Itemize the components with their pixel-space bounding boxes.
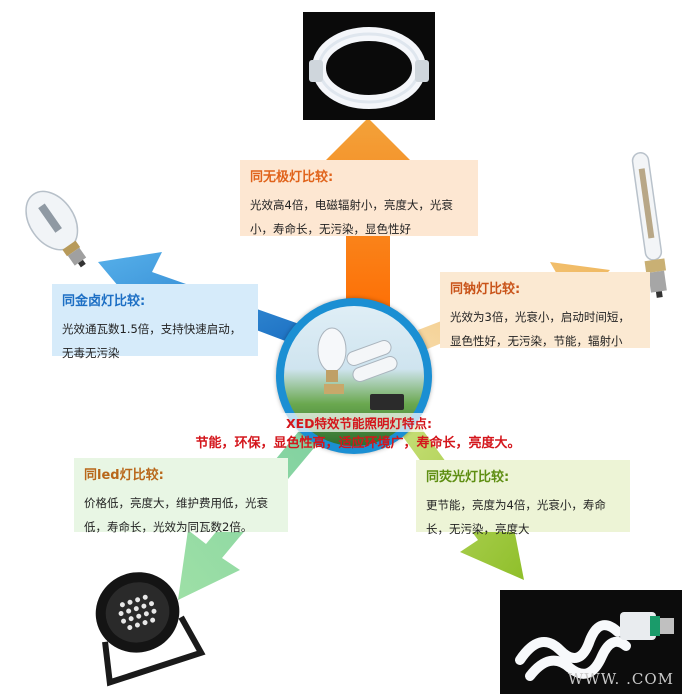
box-metal-halide-title: 同金卤灯比较: [62, 294, 146, 309]
box-sodium-line1: 光效为3倍，光衰小，启动时间短， [450, 310, 630, 324]
center-title: XED特效节能照明灯特点: [264, 413, 454, 432]
box-led-line1: 价格低，亮度大，维护费用低，光衰 [84, 496, 268, 510]
box-metal-halide-comparison: 同金卤灯比较: 光效通瓦数1.5倍，支持快速启动， 无毒无污染 [52, 284, 258, 360]
spiral-fluorescent-lamp-photo: WWW. .COM [500, 590, 682, 694]
induction-lamp-icon [309, 27, 429, 109]
box-fluorescent-line2: 长，无污染，亮度大 [426, 522, 530, 536]
led-floodlight-icon [95, 572, 206, 687]
box-led-line2: 低，寿命长，光效为同瓦数2倍。 [84, 520, 253, 534]
sodium-lamp-icon [631, 152, 667, 298]
box-induction-title: 同无极灯比较: [250, 170, 334, 185]
box-sodium-title: 同钠灯比较: [450, 282, 521, 297]
box-induction-comparison: 同无极灯比较: 光效高4倍，电磁辐射小，亮度大，光衰 小，寿命长，无污染，显色性… [240, 160, 478, 236]
xed-lamp-products-icon [317, 327, 404, 410]
metal-halide-lamp-photo [8, 176, 108, 276]
watermark: WWW. .COM [567, 670, 674, 688]
box-metal-halide-line1: 光效通瓦数1.5倍，支持快速启动， [62, 322, 242, 336]
metal-halide-lamp-icon [25, 190, 87, 268]
spiral-lamp-icon [515, 612, 674, 681]
box-led-title: 同led灯比较: [84, 468, 164, 483]
induction-lamp-photo [303, 12, 435, 120]
box-sodium-line2: 显色性好，无污染，节能，辐射小 [450, 334, 623, 348]
box-induction-line2: 小，寿命长，无污染，显色性好 [250, 222, 411, 236]
box-fluorescent-comparison: 同荧光灯比较: 更节能，亮度为4倍，光衰小，寿命 长，无污染，亮度大 [416, 460, 630, 536]
box-metal-halide-line2: 无毒无污染 [62, 346, 120, 360]
box-fluorescent-line1: 更节能，亮度为4倍，光衰小，寿命 [426, 498, 606, 512]
box-sodium-comparison: 同钠灯比较: 光效为3倍，光衰小，启动时间短， 显色性好，无污染，节能，辐射小 [440, 272, 650, 348]
box-led-comparison: 同led灯比较: 价格低，亮度大，维护费用低，光衰 低，寿命长，光效为同瓦数2倍… [74, 458, 288, 534]
led-floodlight-photo [70, 560, 210, 690]
center-features: 节能，环保，显色性高，适应环境广，寿命长，亮度大。 [195, 436, 521, 451]
box-induction-line1: 光效高4倍，电磁辐射小，亮度大，光衰 [250, 198, 453, 212]
sodium-lamp-photo [620, 148, 682, 308]
box-fluorescent-title: 同荧光灯比较: [426, 470, 510, 485]
